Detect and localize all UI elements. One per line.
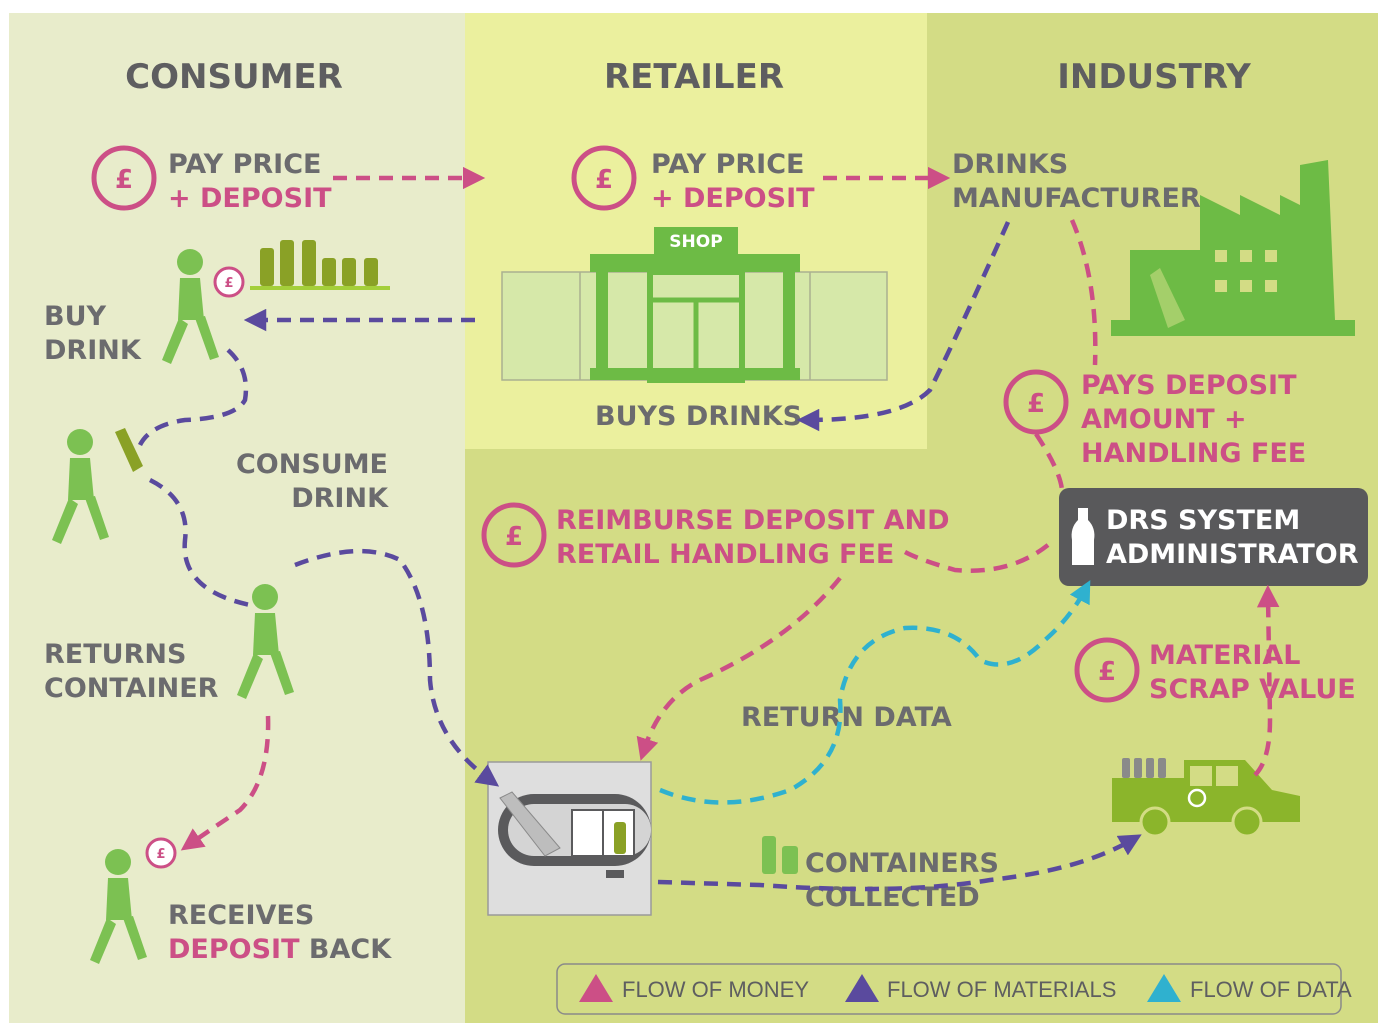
flow-money-manufacturer-to-fee — [1069, 219, 1098, 366]
svg-text:£: £ — [1098, 657, 1116, 687]
flow-money-fee-to-admin — [1034, 432, 1065, 491]
flow-money-reimburse-to-machine — [636, 576, 842, 761]
data-triangle-icon — [1147, 974, 1181, 1002]
consume-drink-line2: DRINK — [291, 483, 389, 514]
consume-drink-line1: CONSUME — [236, 449, 388, 480]
scrap-value-line1: MATERIAL — [1149, 640, 1300, 671]
retailer-pay-line2: + DEPOSIT — [651, 183, 815, 214]
svg-text:£: £ — [224, 276, 233, 291]
buy-drink-line2: DRINK — [44, 335, 142, 366]
shop-icon: SHOP — [501, 227, 888, 383]
bottle-icon — [1071, 508, 1095, 565]
buys-drinks-label: BUYS DRINKS — [595, 401, 802, 432]
svg-text:£: £ — [156, 847, 165, 862]
manufacturer-line1: DRINKS — [952, 149, 1068, 180]
flow-money-scrap-to-admin — [1253, 584, 1280, 777]
containers-icon — [762, 836, 798, 874]
svg-text:£: £ — [115, 165, 133, 195]
small-pound-icon: £ — [213, 266, 245, 298]
svg-text:£: £ — [595, 165, 613, 195]
retailer-header: RETAILER — [604, 57, 784, 97]
consumer-panel — [9, 13, 467, 1023]
flow-materials-return-to-machine — [294, 548, 500, 787]
receives-deposit-figure: £ — [90, 837, 177, 964]
consumer-pay-line1: PAY PRICE — [168, 149, 321, 180]
legend-materials: FLOW OF MATERIALS — [887, 977, 1116, 1002]
flow-materials-manufacturer-to-shop — [796, 221, 1011, 432]
manufacturer-line2: MANUFACTURER — [952, 183, 1201, 214]
retailer-pay-line1: PAY PRICE — [651, 149, 804, 180]
buy-drink-line1: BUY — [44, 301, 107, 332]
returns-container-line2: CONTAINER — [44, 673, 219, 704]
shop-sign: SHOP — [669, 232, 722, 252]
reverse-vending-machine-icon — [487, 761, 652, 916]
pays-deposit-line1: PAYS DEPOSIT — [1081, 370, 1297, 401]
consumer-header: CONSUMER — [125, 57, 343, 97]
flow-money-admin-to-reimburse — [903, 543, 1050, 573]
collected-line1: CONTAINERS — [805, 848, 999, 879]
returns-container-line1: RETURNS — [44, 639, 186, 670]
legend: FLOW OF MONEY FLOW OF MATERIALS FLOW OF … — [556, 963, 1352, 1015]
reimburse-line2: RETAIL HANDLING FEE — [556, 539, 894, 570]
scrap-value-pound-icon: £ — [1074, 637, 1140, 703]
drs-administrator-box: DRS SYSTEM ADMINISTRATOR — [1059, 488, 1368, 586]
receives-line1: RECEIVES — [168, 900, 314, 931]
bottles-shelf-icon — [250, 240, 390, 290]
flow-materials-buy-to-consume — [137, 348, 249, 447]
return-data-label: RETURN DATA — [741, 702, 952, 733]
reimburse-line1: REIMBURSE DEPOSIT AND — [556, 505, 950, 536]
flow-money-deposit-back — [180, 715, 271, 851]
svg-text:£: £ — [1027, 389, 1045, 419]
buy-drink-figure: £ — [162, 240, 390, 364]
recycling-truck-icon — [1112, 758, 1300, 838]
legend-data: FLOW OF DATA — [1190, 977, 1352, 1002]
pays-deposit-line2: AMOUNT + — [1081, 404, 1247, 435]
industry-header: INDUSTRY — [1057, 57, 1251, 97]
admin-line1: DRS SYSTEM — [1106, 505, 1300, 536]
consume-drink-figure — [52, 428, 143, 544]
consumer-pound-icon: £ — [91, 145, 157, 211]
retailer-pound-icon: £ — [571, 145, 637, 211]
scrap-value-line2: SCRAP VALUE — [1149, 674, 1356, 705]
svg-text:£: £ — [505, 522, 523, 552]
flow-data-machine-to-admin — [659, 580, 1091, 805]
flow-materials-machine-to-truck — [657, 834, 1142, 892]
pays-deposit-pound-icon: £ — [1003, 369, 1069, 435]
bottle-icon — [115, 428, 143, 472]
small-pound-icon: £ — [145, 837, 177, 869]
reimburse-pound-icon: £ — [481, 502, 547, 568]
consumer-pay-line2: + DEPOSIT — [168, 183, 332, 214]
legend-money: FLOW OF MONEY — [622, 977, 809, 1002]
money-triangle-icon — [579, 974, 613, 1002]
pays-deposit-line3: HANDLING FEE — [1081, 438, 1306, 469]
admin-line2: ADMINISTRATOR — [1106, 539, 1359, 570]
flow-materials-consume-to-return — [148, 477, 251, 608]
recycle-icon — [1187, 788, 1207, 808]
factory-icon — [1111, 160, 1355, 336]
receives-line2: DEPOSIT BACK — [168, 934, 392, 965]
materials-triangle-icon — [845, 974, 879, 1002]
